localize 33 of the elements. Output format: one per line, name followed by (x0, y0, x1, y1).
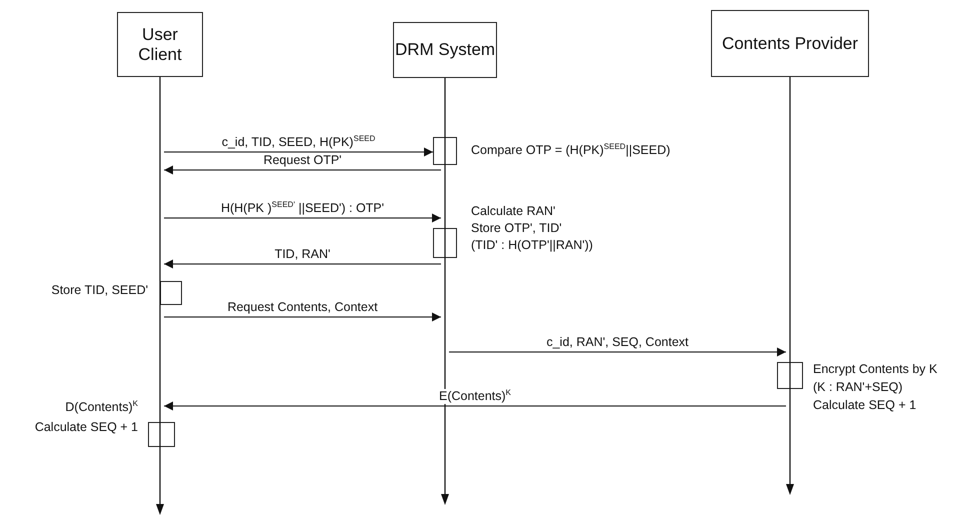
message-arrow (164, 402, 786, 410)
message-label: TID, RAN' (272, 247, 332, 262)
participant-name: User Client (137, 24, 183, 64)
activation-box (433, 228, 457, 258)
message-label: c_id, TID, SEED, H(PK)$^{SEED}$ (220, 135, 378, 150)
message-arrow (164, 166, 442, 174)
step-note: Calculate RAN' (471, 204, 556, 219)
step-note: Calculate SEQ + 1 (813, 398, 916, 413)
message-arrow (164, 214, 442, 222)
step-note: D(Contents)$^{K}$ (65, 400, 138, 415)
step-note: Store OTP', TID' (471, 221, 562, 236)
step-note: Store TID, SEED' (51, 283, 148, 298)
message-arrow (164, 312, 442, 322)
participant-name: Contents Provider (722, 34, 858, 54)
message-arrow (448, 348, 786, 356)
activation-box (777, 362, 803, 389)
message-arrow (164, 260, 442, 268)
message-label: c_id, RAN', SEQ, Context (544, 335, 691, 350)
participant-box (711, 10, 869, 77)
message-arrow (164, 148, 434, 156)
step-note: Encrypt Contents by K (813, 362, 938, 377)
participant-box (117, 12, 203, 77)
lifeline (786, 77, 794, 495)
participant-name: DRM System (394, 40, 496, 60)
step-note: Compare OTP = (H(PK)$^{SEED}$||SEED) (471, 143, 670, 158)
step-note: (K : RAN'+SEQ) (813, 380, 903, 395)
activation-box (433, 137, 457, 165)
step-note: (TID' : H(OTP'||RAN')) (471, 238, 593, 253)
activation-box (148, 422, 175, 447)
participant-box (393, 22, 497, 78)
step-note: Calculate SEQ + 1 (34, 420, 138, 435)
activation-box (160, 281, 182, 305)
lifeline (156, 77, 164, 515)
